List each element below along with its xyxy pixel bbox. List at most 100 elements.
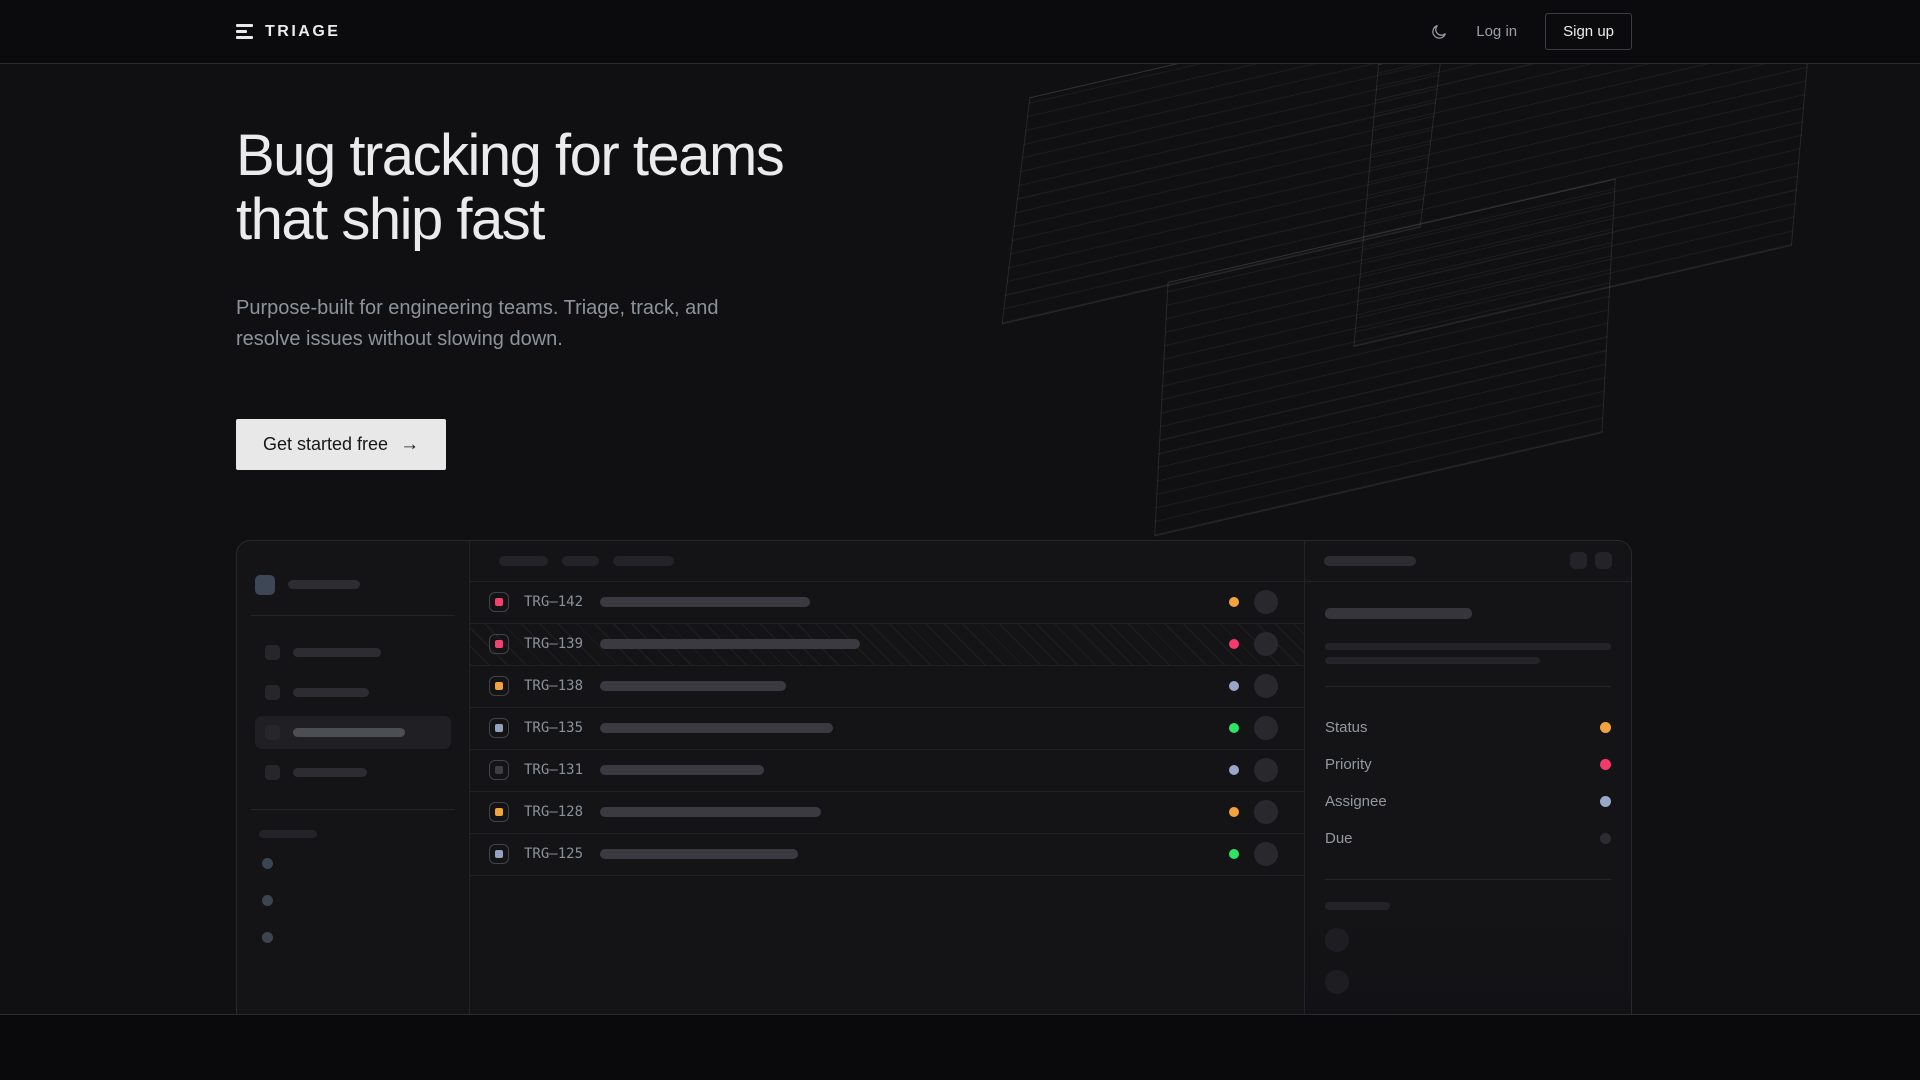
arrow-right-icon: → <box>400 433 420 455</box>
issue-type-icon <box>489 760 509 781</box>
issue-type-icon <box>489 676 509 697</box>
skeleton-bar <box>600 765 764 776</box>
issue-id: TRG–138 <box>524 678 584 695</box>
divider <box>1325 685 1611 687</box>
issue-row: TRG–142 <box>470 582 1304 624</box>
top-nav: TRIAGE Log in Sign up <box>0 0 1920 64</box>
status-dot <box>1229 849 1239 860</box>
panel-action-icon <box>1570 552 1587 570</box>
avatar-circle <box>1254 758 1278 783</box>
issue-row: TRG–125 <box>470 834 1304 876</box>
issue-type-icon <box>489 844 509 865</box>
skeleton-bar <box>600 849 798 860</box>
cta-label: Get started free <box>263 433 389 454</box>
detail-field-row: Assignee <box>1325 783 1611 820</box>
sidebar-dot <box>262 894 273 906</box>
sidebar-item-icon <box>265 684 280 700</box>
avatar-circle <box>1254 674 1278 699</box>
panel-action-icon <box>1595 552 1612 570</box>
avatar-circle <box>1254 632 1278 657</box>
avatar-circle <box>1254 716 1278 741</box>
brand-name: TRIAGE <box>265 22 341 40</box>
field-label: Assignee <box>1325 792 1387 810</box>
status-dot <box>1229 723 1239 734</box>
moon-icon <box>1432 24 1447 39</box>
workspace-avatar <box>255 574 275 595</box>
skeleton-pill <box>499 555 548 566</box>
issue-id: TRG–142 <box>524 594 584 611</box>
issue-row: TRG–135 <box>470 708 1304 750</box>
issue-row: TRG–131 <box>470 750 1304 792</box>
skeleton-pill <box>562 555 599 566</box>
theme-toggle-button[interactable] <box>1430 23 1448 41</box>
detail-field-row: Status <box>1325 709 1611 746</box>
skeleton-pill <box>613 555 674 566</box>
divider <box>251 614 455 616</box>
login-link[interactable]: Log in <box>1476 23 1518 40</box>
field-value-dot <box>1600 795 1611 807</box>
detail-panel-header <box>1305 541 1631 582</box>
field-label: Status <box>1325 718 1368 736</box>
skeleton-bar <box>1324 555 1416 566</box>
issue-row: TRG–138 <box>470 666 1304 708</box>
avatar-circle <box>1254 842 1278 867</box>
get-started-button[interactable]: Get started free → <box>236 418 447 470</box>
detail-panel: Status Priority Assignee Due <box>1305 540 1631 1034</box>
field-value-dot <box>1600 721 1611 733</box>
logo-icon <box>236 24 253 39</box>
skeleton-bar <box>293 647 381 657</box>
mockup-sidebar <box>237 540 470 1034</box>
field-label: Priority <box>1325 755 1372 773</box>
footer-band <box>0 1014 1920 1080</box>
skeleton-bar <box>293 727 405 737</box>
app-mockup: TRG–142 TRG–139 TRG–138 TRG–135 <box>236 539 1632 1034</box>
field-value-dot <box>1600 758 1611 770</box>
skeleton-bar <box>288 580 360 590</box>
status-dot <box>1229 597 1239 608</box>
avatar-circle <box>1325 927 1349 952</box>
skeleton-bar <box>259 829 317 838</box>
issue-list-header <box>470 541 1304 582</box>
skeleton-title-bar <box>1325 607 1472 619</box>
field-label: Due <box>1325 829 1353 847</box>
sidebar-item <box>255 676 451 709</box>
issue-type-icon <box>489 634 509 655</box>
hero-subtitle: Purpose-built for engineering teams. Tri… <box>236 296 719 350</box>
skeleton-bar <box>600 597 810 608</box>
sidebar-dot <box>262 857 273 869</box>
field-value-dot <box>1600 832 1611 844</box>
sidebar-item-active <box>255 715 451 749</box>
divider <box>1325 878 1611 880</box>
skeleton-bar <box>1325 901 1390 910</box>
skeleton-bar <box>600 639 860 650</box>
detail-field-row: Priority <box>1325 746 1611 783</box>
sidebar-item-icon <box>265 764 280 780</box>
issue-type-icon <box>489 592 509 613</box>
detail-field-row: Due <box>1325 820 1611 857</box>
issue-id: TRG–139 <box>524 636 584 653</box>
issue-id: TRG–128 <box>524 804 584 821</box>
sidebar-item <box>255 636 451 669</box>
issue-row: TRG–139 <box>470 623 1304 666</box>
avatar-circle <box>1254 590 1278 615</box>
avatar-circle <box>1325 969 1349 994</box>
status-dot <box>1229 639 1239 650</box>
skeleton-bar <box>293 687 369 697</box>
issue-row: TRG–128 <box>470 792 1304 834</box>
divider <box>251 808 455 810</box>
brand[interactable]: TRIAGE <box>236 23 340 41</box>
sidebar-dot <box>262 931 273 943</box>
skeleton-bar <box>293 767 367 777</box>
avatar-circle <box>1254 800 1278 825</box>
issue-id: TRG–135 <box>524 720 584 737</box>
issue-id: TRG–131 <box>524 762 584 779</box>
signup-button[interactable]: Sign up <box>1545 13 1632 50</box>
issue-type-icon <box>489 802 509 823</box>
status-dot <box>1229 681 1239 692</box>
workspace-switcher <box>255 574 451 595</box>
skeleton-bar <box>600 807 821 818</box>
sidebar-item <box>255 756 451 789</box>
skeleton-bar <box>600 681 786 692</box>
